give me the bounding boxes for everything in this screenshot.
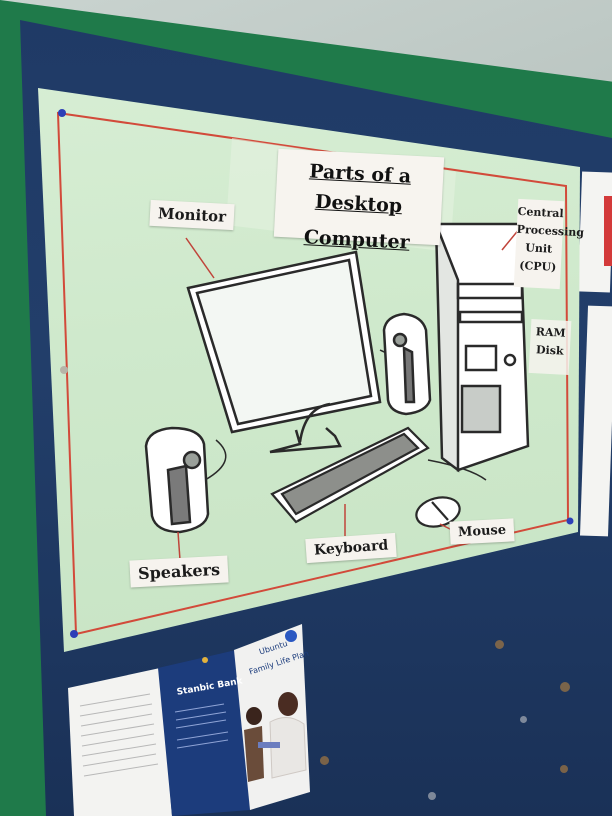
right-speaker-drawing [382,312,432,416]
board-spot [428,792,436,800]
red-mark [604,196,612,266]
board-spot [495,640,504,649]
board-spot [320,756,329,765]
board-spot [520,716,527,723]
cpu-tower-drawing [434,222,530,473]
left-speaker-drawing [144,426,210,534]
monitor-drawing [186,250,382,454]
board-spot [560,765,568,773]
keyboard-drawing [270,426,430,524]
board-spot [560,682,570,692]
mouse-drawing [415,496,461,528]
